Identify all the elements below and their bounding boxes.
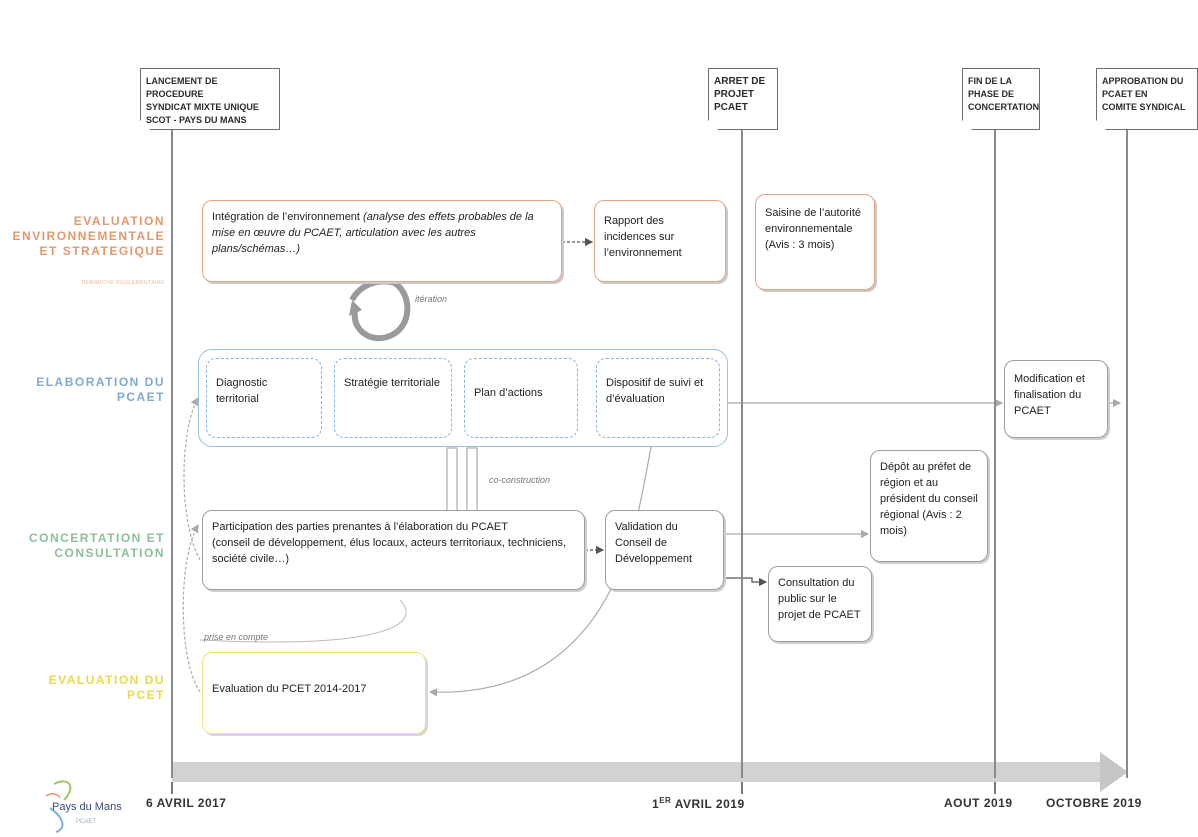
date-arret-month: AVRIL 2019 [671, 797, 745, 811]
conc-participation-title: Participation des parties prenantes à l’… [212, 521, 508, 533]
box-elab-modification: Modification et finalisation du PCAET [1004, 360, 1108, 438]
box-env-saisine: Saisine de l’autorité environnementale (… [755, 194, 875, 290]
date-aout: AOUT 2019 [944, 796, 1013, 810]
box-elab-dispositif: Dispositif de suivi et d’évaluation [596, 358, 720, 438]
milestone-flag-fin: FIN DE LA PHASE DE CONCERTATION [962, 68, 1040, 130]
box-conc-consultation: Consultation du public sur le projet de … [768, 566, 872, 642]
box-conc-validation: Validation du Conseil de Développement [605, 510, 724, 590]
env-integration-title: Intégration de l’environnement [212, 211, 364, 223]
milestone-line-3 [994, 128, 996, 778]
note-coconstruction: co-construction [489, 475, 551, 485]
lane-label-conc: CONCERTATION ET CONSULTATION [28, 531, 165, 560]
lane-sublabel-env: DEMARCHE REGLEMENTAIRE [81, 280, 165, 286]
milestone-flag-arret: ARRET DE PROJET PCAET [708, 68, 778, 130]
box-elab-plan: Plan d’actions [464, 358, 578, 438]
iteration-icon [351, 280, 411, 342]
box-conc-participation: Participation des parties prenantes à l’… [202, 510, 585, 590]
lane-label-eval: EVALUATION DU PCET [48, 673, 165, 702]
env-integration-detail: (analyse des effets probables de la mise… [212, 211, 534, 255]
milestone-line-2 [741, 128, 743, 778]
date-arret: 1ER AVRIL 2019 [652, 796, 745, 811]
pays-du-mans-logo [45, 780, 72, 833]
box-elab-strategie: Stratégie territoriale [334, 358, 452, 438]
conc-participation-detail: (conseil de développement, élus locaux, … [212, 537, 567, 565]
milestone-flag-launch: LANCEMENT DE PROCEDURE SYNDICAT MIXTE UN… [140, 68, 280, 130]
box-env-integration: Intégration de l’environnement (analyse … [202, 200, 562, 282]
milestone-flag-approbation: APPROBATION DU PCAET EN COMITE SYNDICAL [1096, 68, 1198, 130]
date-octobre: OCTOBRE 2019 [1046, 796, 1142, 810]
date-start: 6 AVRIL 2017 [146, 796, 227, 810]
timeline-bar [172, 762, 1102, 782]
logo-sub: PCAET [76, 819, 97, 825]
coconstruction-connector [446, 447, 458, 513]
logo-name: Pays du Mans [52, 801, 122, 813]
lane-label-elab: ELABORATION DU PCAET [36, 375, 165, 404]
date-arret-day: 1 [652, 797, 660, 811]
milestone-line-4 [1126, 128, 1128, 778]
timeline-arrowhead [1100, 752, 1128, 792]
note-iteration: itération [415, 294, 448, 304]
box-eval-pcet: Evaluation du PCET 2014-2017 [202, 652, 426, 734]
milestone-line-1 [171, 128, 173, 778]
date-arret-ordinal: ER [659, 796, 672, 805]
box-elab-diagnostic: Diagnostic territorial [206, 358, 322, 438]
box-env-rapport: Rapport des incidences sur l’environneme… [594, 200, 726, 282]
box-conc-depot: Dépôt au préfet de région et au présiden… [870, 450, 988, 562]
note-prise-en-compte: prise en compte [204, 632, 269, 642]
lane-label-env: EVALUATION ENVIRONNEMENTALE ET STRATEGIQ… [12, 214, 165, 258]
